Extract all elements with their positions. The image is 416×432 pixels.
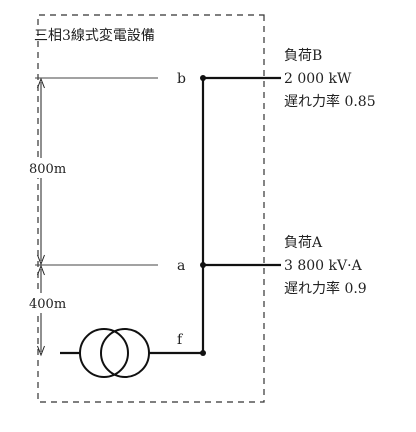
load-b-name: 負荷B bbox=[284, 48, 322, 64]
arrowhead-down-400m bbox=[37, 345, 45, 357]
node-f-dot bbox=[200, 350, 206, 356]
substation-title: 三相3線式変電設備 bbox=[34, 27, 155, 44]
dimension-label-400m: 400m bbox=[29, 297, 66, 312]
load-b-power-factor: 遅れ力率 0.85 bbox=[284, 93, 376, 110]
load-a-name: 負荷A bbox=[284, 235, 323, 251]
load-a-power-factor: 遅れ力率 0.9 bbox=[284, 280, 367, 297]
node-b-dot bbox=[200, 75, 206, 81]
dimension-label-bg-400m bbox=[28, 293, 66, 313]
load-b-power: 2 000 kW bbox=[284, 71, 352, 87]
transformer-primary-coil bbox=[79, 328, 129, 378]
transformer-secondary-coil bbox=[100, 328, 150, 378]
substation-boundary bbox=[37, 14, 265, 403]
arrowhead-up-800m bbox=[37, 77, 45, 89]
node-a-dot bbox=[200, 262, 206, 268]
dimension-label-bg-800m bbox=[28, 158, 66, 178]
node-label-b: b bbox=[177, 71, 186, 87]
node-label-a: a bbox=[177, 258, 185, 274]
dimension-label-800m: 800m bbox=[29, 162, 66, 177]
node-label-f: f bbox=[177, 332, 184, 348]
arrowhead-down-800m bbox=[37, 254, 45, 266]
arrowhead-up-400m bbox=[37, 264, 45, 276]
load-a-power: 3 800 kV·A bbox=[284, 258, 363, 274]
